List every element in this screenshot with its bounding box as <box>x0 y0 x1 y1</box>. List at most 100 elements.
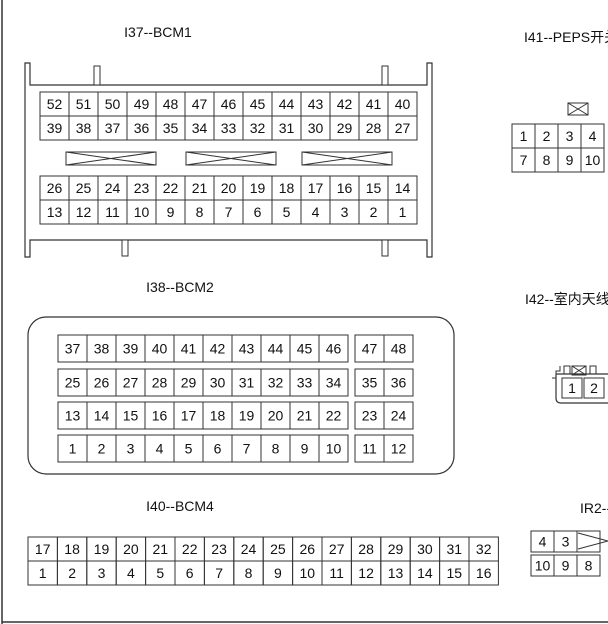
pin-cell: 2 <box>86 434 117 463</box>
pin-number: 24 <box>241 541 257 557</box>
pin-cell: 8 <box>184 199 215 225</box>
pin-number: 31 <box>239 375 255 391</box>
pin-cell: 46 <box>213 91 244 117</box>
pin-cell: 33 <box>289 368 320 397</box>
pin-number: 43 <box>239 341 255 357</box>
pin-number: 14 <box>94 408 110 424</box>
pin-cell: 48 <box>155 91 186 117</box>
pin-cell: 50 <box>97 91 128 117</box>
pin-cell: 16 <box>144 401 175 430</box>
pin-cell: 10 <box>580 147 605 173</box>
pin-cell: 27 <box>321 536 352 562</box>
pin-cell: 40 <box>144 334 175 363</box>
pin-number: 41 <box>366 96 382 112</box>
pin-cell: 14 <box>409 560 441 586</box>
pin-cell: 19 <box>86 536 117 562</box>
pin-cell: 2 <box>534 123 559 149</box>
pin-cell: 22 <box>155 175 186 201</box>
pin-cell: 18 <box>202 401 233 430</box>
pin-cell: 30 <box>409 536 441 562</box>
pin-number: 22 <box>326 408 342 424</box>
connector-i42-key-b <box>589 365 597 375</box>
pin-cell: 8 <box>576 554 601 577</box>
pin-number: 21 <box>153 541 169 557</box>
pin-number: 30 <box>417 541 433 557</box>
pin-cell: 13 <box>380 560 411 586</box>
pin-cell: 9 <box>262 560 294 586</box>
pin-number: 8 <box>245 565 253 581</box>
pin-cell: 29 <box>173 368 204 397</box>
pin-cell: 46 <box>318 334 349 363</box>
pin-number: 7 <box>225 204 233 220</box>
pin-cell: 21 <box>184 175 215 201</box>
pin-cell: 1 <box>27 560 58 586</box>
pin-cell: 34 <box>184 115 215 141</box>
pin-number: 35 <box>362 375 378 391</box>
pin-cell: 52 <box>39 91 70 117</box>
pin-number: 47 <box>192 96 208 112</box>
pin-number: 41 <box>181 341 197 357</box>
pin-number: 33 <box>221 120 237 136</box>
pin-cell: 20 <box>115 536 147 562</box>
pin-number: 16 <box>337 180 353 196</box>
pin-cell: 43 <box>300 91 331 117</box>
pin-cell: 30 <box>202 368 233 397</box>
pin-cell: 10 <box>530 554 555 577</box>
pin-number: 48 <box>391 341 407 357</box>
pin-cell: 18 <box>56 536 88 562</box>
pin-cell: 4 <box>115 560 147 586</box>
pin-cell: 16 <box>468 560 499 586</box>
pin-number: 11 <box>362 441 377 457</box>
pin-number: 9 <box>566 152 574 168</box>
pin-cell: 32 <box>242 115 273 141</box>
pin-cell: 37 <box>97 115 128 141</box>
pin-cell: 22 <box>174 536 205 562</box>
pin-cell: 31 <box>439 536 470 562</box>
pin-cell: 7 <box>511 147 536 173</box>
pin-number: 10 <box>134 204 150 220</box>
lock-bar <box>65 151 157 166</box>
pin-number: 10 <box>326 441 342 457</box>
pin-number: 3 <box>562 534 570 550</box>
pin-number: 7 <box>520 152 528 168</box>
pin-number: 11 <box>105 204 120 220</box>
lock-bar <box>301 151 393 166</box>
pin-cell: 26 <box>292 536 323 562</box>
pin-cell: 39 <box>39 115 70 141</box>
pin-number: 47 <box>362 341 378 357</box>
pin-number: 40 <box>395 96 411 112</box>
pin-number: 2 <box>590 380 598 396</box>
pin-number: 11 <box>329 565 344 581</box>
pin-cell: 8 <box>233 560 264 586</box>
connector-ir2-key <box>577 532 608 550</box>
pin-number: 18 <box>279 180 295 196</box>
pin-number: 14 <box>395 180 411 196</box>
pin-cell: 1 <box>561 377 583 399</box>
pin-cell: 5 <box>173 434 204 463</box>
pin-number: 27 <box>329 541 345 557</box>
pin-cell: 48 <box>383 334 414 363</box>
pin-number: 2 <box>68 565 76 581</box>
pin-number: 39 <box>123 341 139 357</box>
pin-cell: 10 <box>126 199 157 225</box>
pin-number: 51 <box>76 96 92 112</box>
pin-number: 12 <box>391 441 407 457</box>
pin-cell: 25 <box>57 368 88 397</box>
pin-cell: 20 <box>260 401 291 430</box>
pin-cell: 36 <box>383 368 414 397</box>
pin-cell: 2 <box>583 377 605 399</box>
pin-number: 18 <box>64 541 80 557</box>
connector-i37-bottom-key <box>121 239 129 257</box>
pin-number: 19 <box>250 180 266 196</box>
pin-number: 2 <box>543 128 551 144</box>
pin-number: 27 <box>395 120 411 136</box>
pin-number: 19 <box>94 541 110 557</box>
pin-number: 37 <box>65 341 81 357</box>
pin-cell: 43 <box>231 334 262 363</box>
pin-cell: 15 <box>439 560 470 586</box>
pin-number: 17 <box>308 180 324 196</box>
